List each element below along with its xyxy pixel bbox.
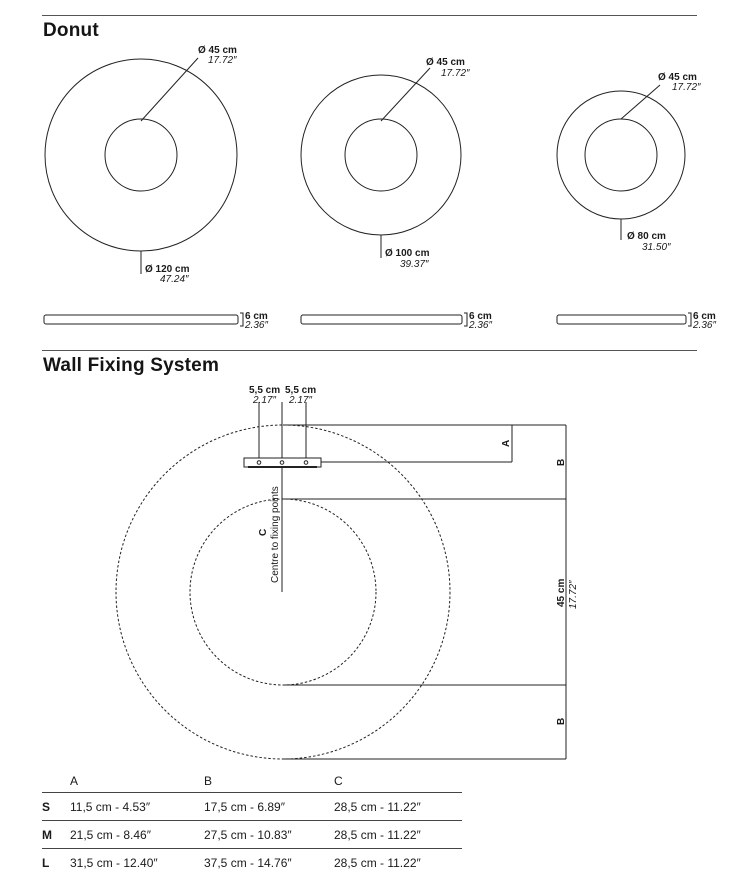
dim-c-label: C [258,529,269,536]
donut-100-outer-diameter-in: 39.37″ [400,259,429,270]
donut-80-outer-circle [556,90,686,220]
donut-100-depth-in: 2.36″ [468,320,492,331]
donut-100-depth-cm: 6 cm [469,311,492,322]
table-header-row: A B C [42,770,462,793]
donut-80-depth-cm: 6 cm [693,311,716,322]
donut-80-side-profile [556,314,687,325]
table-cell-a: 11,5 cm - 4.53″ [70,792,204,821]
table-header-c: C [334,774,343,788]
donut-80-inner-diameter-in: 17.72″ [672,82,701,93]
inner-diameter-in: 17.72″ [568,580,579,609]
table-cell-a: 31,5 cm - 12.40″ [70,848,204,876]
donut-80-outer-diameter-cm: Ø 80 cm [627,231,666,242]
centre-to-fixing-caption: Centre to fixing points [270,486,281,583]
donut-120-inner-circle [104,118,178,192]
section-rule [42,350,697,351]
donut-80-depth-in: 2.36″ [692,320,716,331]
donut-100-inner-diameter-cm: Ø 45 cm [426,57,465,68]
donut-80-outer-diameter-in: 31.50″ [642,242,671,253]
donut-100-inner-circle [344,118,418,192]
wall-inner-circle-dashed [189,498,377,686]
dim-b-bottom-label: B [556,718,567,725]
table-cell-size: S [42,792,70,821]
fixing-point-left [256,460,262,465]
donut-120-outer-circle [44,58,238,252]
table-cell-c: 28,5 cm - 11.22″ [334,792,462,821]
table-cell-b: 27,5 cm - 10.83″ [204,820,334,849]
donut-120-outer-diameter-cm: Ø 120 cm [145,264,190,275]
table-cell-b: 17,5 cm - 6.89″ [204,792,334,821]
table-cell-b: 37,5 cm - 14.76″ [204,848,334,876]
donut-120-inner-diameter-cm: Ø 45 cm [198,45,237,56]
donut-100-inner-diameter-in: 17.72″ [441,68,470,79]
donut-120-inner-leader [140,57,199,122]
dim-b-top-label: B [556,459,567,466]
donut-80-inner-diameter-cm: Ø 45 cm [658,72,697,83]
donut-120-depth-cm: 6 cm [245,311,268,322]
bracket-right-spacing-cm: 5,5 cm [285,385,316,396]
donut-120-outer-diameter-in: 47.24″ [160,274,189,285]
top-rule [42,15,697,16]
donut-100-depth-bracket [464,312,468,327]
donut-100-outer-diameter-cm: Ø 100 cm [385,248,430,259]
donut-120-inner-diameter-in: 17.72″ [208,55,237,66]
donut-100-inner-leader [380,67,431,122]
donut-120-side-profile [43,314,239,325]
bracket-left-spacing-in: 2.17″ [252,395,276,406]
donut-heading: Donut [43,20,99,41]
donut-100-outer-circle [300,74,462,236]
fixing-dimensions-table: A B C S 11,5 cm - 4.53″ 17,5 cm - 6.89″ … [42,770,462,876]
fixing-point-right [303,460,309,465]
bracket-left-spacing-cm: 5,5 cm [249,385,280,396]
fixing-point-center [279,460,285,465]
table-cell-c: 28,5 cm - 11.22″ [334,848,462,876]
wall-outer-circle-dashed [115,424,451,760]
table-row: L 31,5 cm - 12.40″ 37,5 cm - 14.76″ 28,5… [42,848,462,876]
table-cell-size: M [42,820,70,849]
table-header-a: A [70,774,79,788]
table-row: M 21,5 cm - 8.46″ 27,5 cm - 10.83″ 28,5 … [42,820,462,849]
wall-bracket [243,457,322,468]
table-cell-size: L [42,848,70,876]
donut-80-inner-circle [584,118,658,192]
table-cell-c: 28,5 cm - 11.22″ [334,820,462,849]
bracket-right-spacing-in: 2.17″ [288,395,312,406]
table-row: S 11,5 cm - 4.53″ 17,5 cm - 6.89″ 28,5 c… [42,792,462,821]
donut-100-side-profile [300,314,463,325]
table-header-b: B [204,774,213,788]
donut-120-depth-bracket [240,312,244,327]
table-cell-a: 21,5 cm - 8.46″ [70,820,204,849]
donut-80-depth-bracket [688,312,692,327]
donut-120-depth-in: 2.36″ [244,320,268,331]
wall-fixing-heading: Wall Fixing System [43,355,220,376]
table-header-size [42,770,70,793]
dim-a-label: A [501,440,512,447]
donut-80-inner-leader [620,84,661,120]
inner-diameter-cm: 45 cm [556,579,567,607]
